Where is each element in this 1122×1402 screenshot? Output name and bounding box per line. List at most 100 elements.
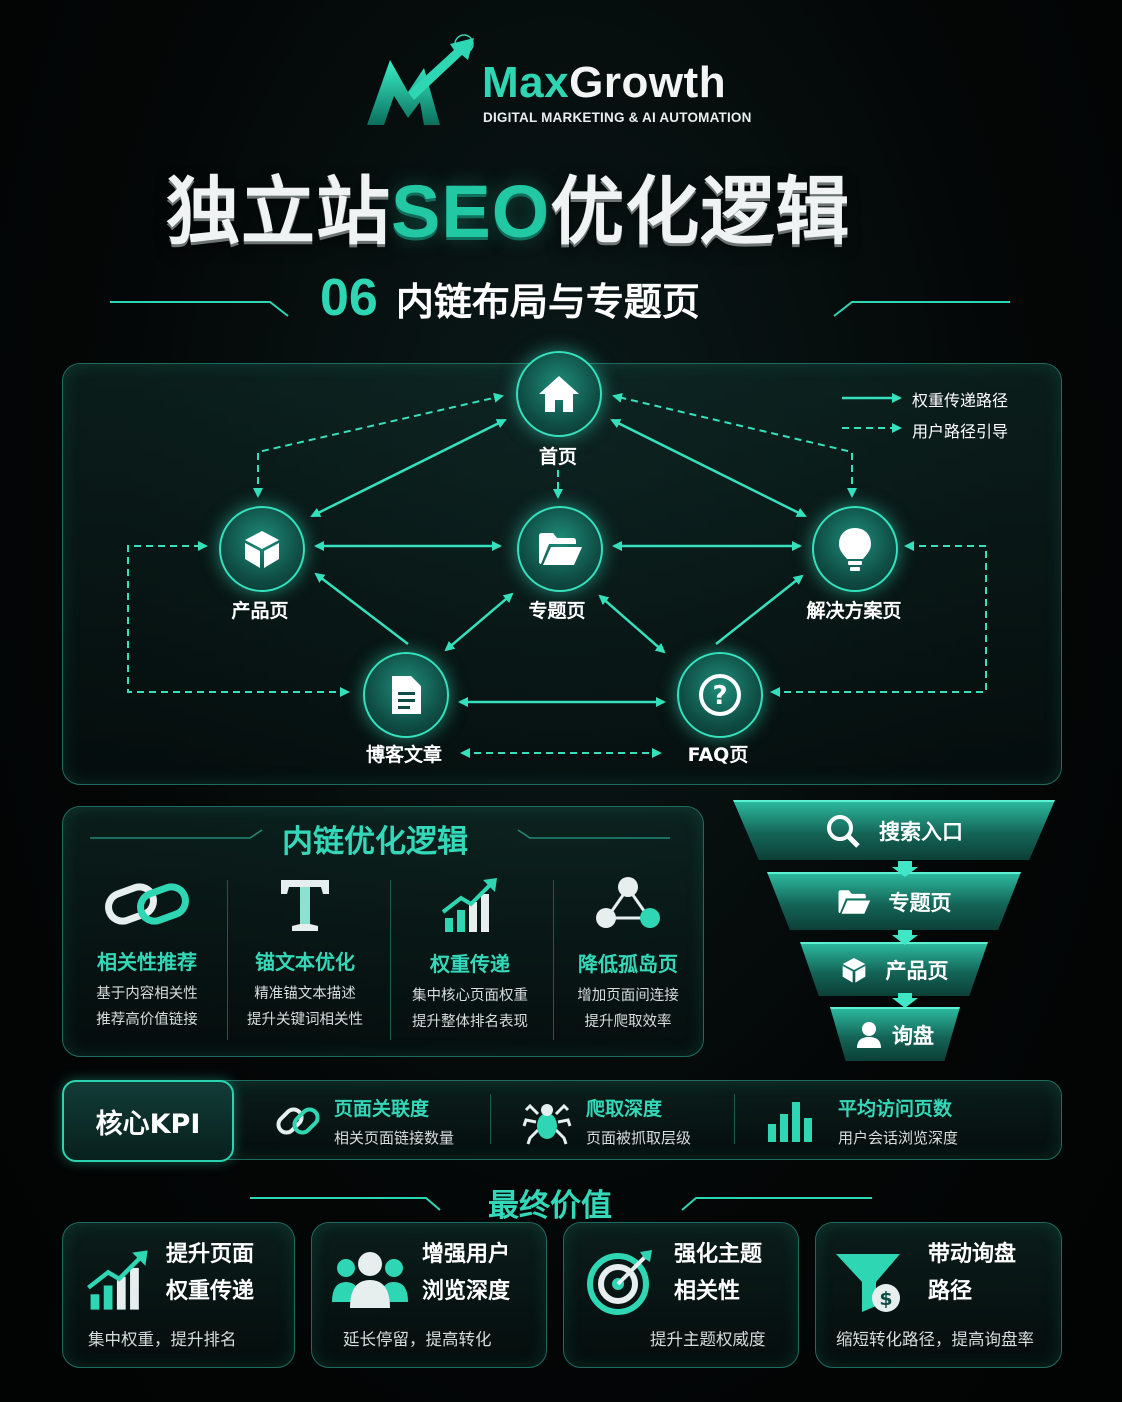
node-label-faq: FAQ页 [687,744,749,766]
growth-chart-icon [87,1250,148,1310]
cube-icon [245,531,279,568]
node-product[interactable] [219,506,305,592]
logic-divider [390,880,391,1040]
kpi-item-desc: 页面被抓取层级 [586,1129,692,1147]
funnel-step-topic: 专题页 [767,872,1021,930]
growth-chart-icon [441,878,497,932]
node-faq[interactable]: ? [677,652,763,738]
svg-text:?: ? [712,681,727,711]
kpi-item-relevance: 页面关联度 相关页面链接数量 [274,1094,454,1148]
folder-open-icon [838,890,870,914]
value-card-title: 带动询盘 路径 [928,1236,1016,1310]
value-card-line: 增强用户 [422,1242,511,1267]
node-label-topic: 专题页 [528,600,586,622]
funnel-step-inquiry: 询盘 [830,1007,960,1061]
value-card-desc: 提升主题权威度 [650,1330,766,1349]
logic-panel [62,806,704,1057]
value-card-icon: $ [834,1250,906,1320]
funnel-step-product: 产品页 [800,942,988,996]
kpi-tag-label: 核心KPI [95,1108,201,1140]
node-label-home: 首页 [538,446,578,468]
node-blog[interactable] [363,652,449,738]
value-card [62,1222,295,1368]
search-icon [827,815,860,848]
node-home[interactable] [516,351,602,437]
logic-item-desc-line: 增加页面间连接 [577,988,679,1004]
value-title-decor [250,1197,872,1211]
kpi-item-desc: 用户会话浏览深度 [838,1129,959,1147]
diagram-connectors [127,392,987,758]
link-icon [276,1107,320,1135]
node-solution[interactable] [812,506,898,592]
users-icon [332,1252,408,1308]
kpi-divider [734,1094,735,1144]
question-circle-icon: ? [699,674,741,716]
logic-item-desc-line: 推荐高价值链接 [96,1012,198,1028]
logic-item-desc-line: 集中核心页面权重 [412,988,528,1004]
logic-item-desc-line: 提升整体排名表现 [412,1014,528,1030]
subtitle-number: 06 [320,269,378,327]
logic-item-desc-line: 提升爬取效率 [584,1014,672,1030]
logic-item-relevance: 相关性推荐 基于内容相关性 推荐高价值链接 [67,874,227,1033]
kpi-item-title: 平均访问页数 [838,1098,953,1120]
brand-name-max: Max [482,58,570,107]
logic-item-title: 降低孤岛页 [578,952,678,976]
text-icon [281,880,329,931]
funnel-step-label: 产品页 [885,959,949,983]
maxgrowth-logo-icon [367,34,474,125]
brand-tagline: DIGITAL MARKETING & AI AUTOMATION [483,110,752,125]
value-title: 最终价值 [488,1188,612,1224]
value-card-line: 权重传递 [166,1279,255,1304]
network-icon [596,877,660,928]
logic-item-anchor: 锚文本优化 精准锚文本描述 提升关键词相关性 [225,874,385,1033]
logic-item-title: 权重传递 [430,952,510,976]
kpi-item-crawl: 爬取深度 页面被抓取层级 [522,1094,691,1148]
value-card [815,1222,1062,1368]
value-card-line: 路径 [928,1279,973,1304]
logic-item-title: 相关性推荐 [97,950,197,974]
logic-title-decor [90,829,670,839]
value-card-icon [330,1250,410,1316]
kpi-item-title: 页面关联度 [334,1098,430,1120]
logic-item-orphan: 降低孤岛页 增加页面间连接 提升爬取效率 [548,874,708,1035]
funnel-dollar-icon: $ [836,1254,900,1312]
node-label-blog: 博客文章 [365,744,443,766]
title-part1: 独立站 [166,169,391,255]
spider-icon [522,1103,572,1145]
value-card-line: 强化主题 [674,1242,763,1267]
value-card-desc: 集中权重，提升排名 [88,1330,237,1349]
lightbulb-icon [839,528,871,571]
node-label-product: 产品页 [231,600,289,622]
bar-chart-icon [768,1102,812,1142]
legend-dashed: 用户路径引导 [912,422,1009,441]
logic-item-weight: 权重传递 集中核心页面权重 提升整体排名表现 [390,874,550,1035]
brand-logo [362,30,482,130]
logic-item-desc: 基于内容相关性 推荐高价值链接 [67,981,227,1033]
logic-item-desc-line: 基于内容相关性 [96,986,198,1002]
value-card-desc: 缩短转化路径，提高询盘率 [836,1330,1034,1349]
kpi-item-title: 爬取深度 [586,1098,663,1120]
folder-open-icon [539,533,582,565]
home-icon [539,376,579,412]
user-icon [857,1022,881,1048]
value-card-icon [586,1246,656,1320]
value-card-title: 提升页面 权重传递 [166,1236,254,1310]
logic-item-desc-line: 精准锚文本描述 [254,986,356,1002]
node-label-solution: 解决方案页 [806,600,902,622]
node-topic[interactable] [517,506,603,592]
value-card-line: 带动询盘 [928,1242,1017,1267]
target-icon [587,1250,652,1315]
kpi-item-desc: 相关页面链接数量 [334,1129,455,1147]
brand-name-growth: Growth [569,58,727,107]
legend-solid: 权重传递路径 [912,391,1009,410]
logic-item-title: 锚文本优化 [255,950,355,974]
link-icon [105,883,189,925]
kpi-item-pages: 平均访问页数 用户会话浏览深度 [766,1094,958,1148]
title-part3: 优化逻辑 [550,169,851,255]
kpi-tag: 核心KPI [62,1080,234,1162]
kpi-divider [490,1094,491,1144]
value-card-icon [84,1246,152,1318]
brand-name: MaxGrowth [482,58,726,108]
logic-divider [553,880,554,1040]
